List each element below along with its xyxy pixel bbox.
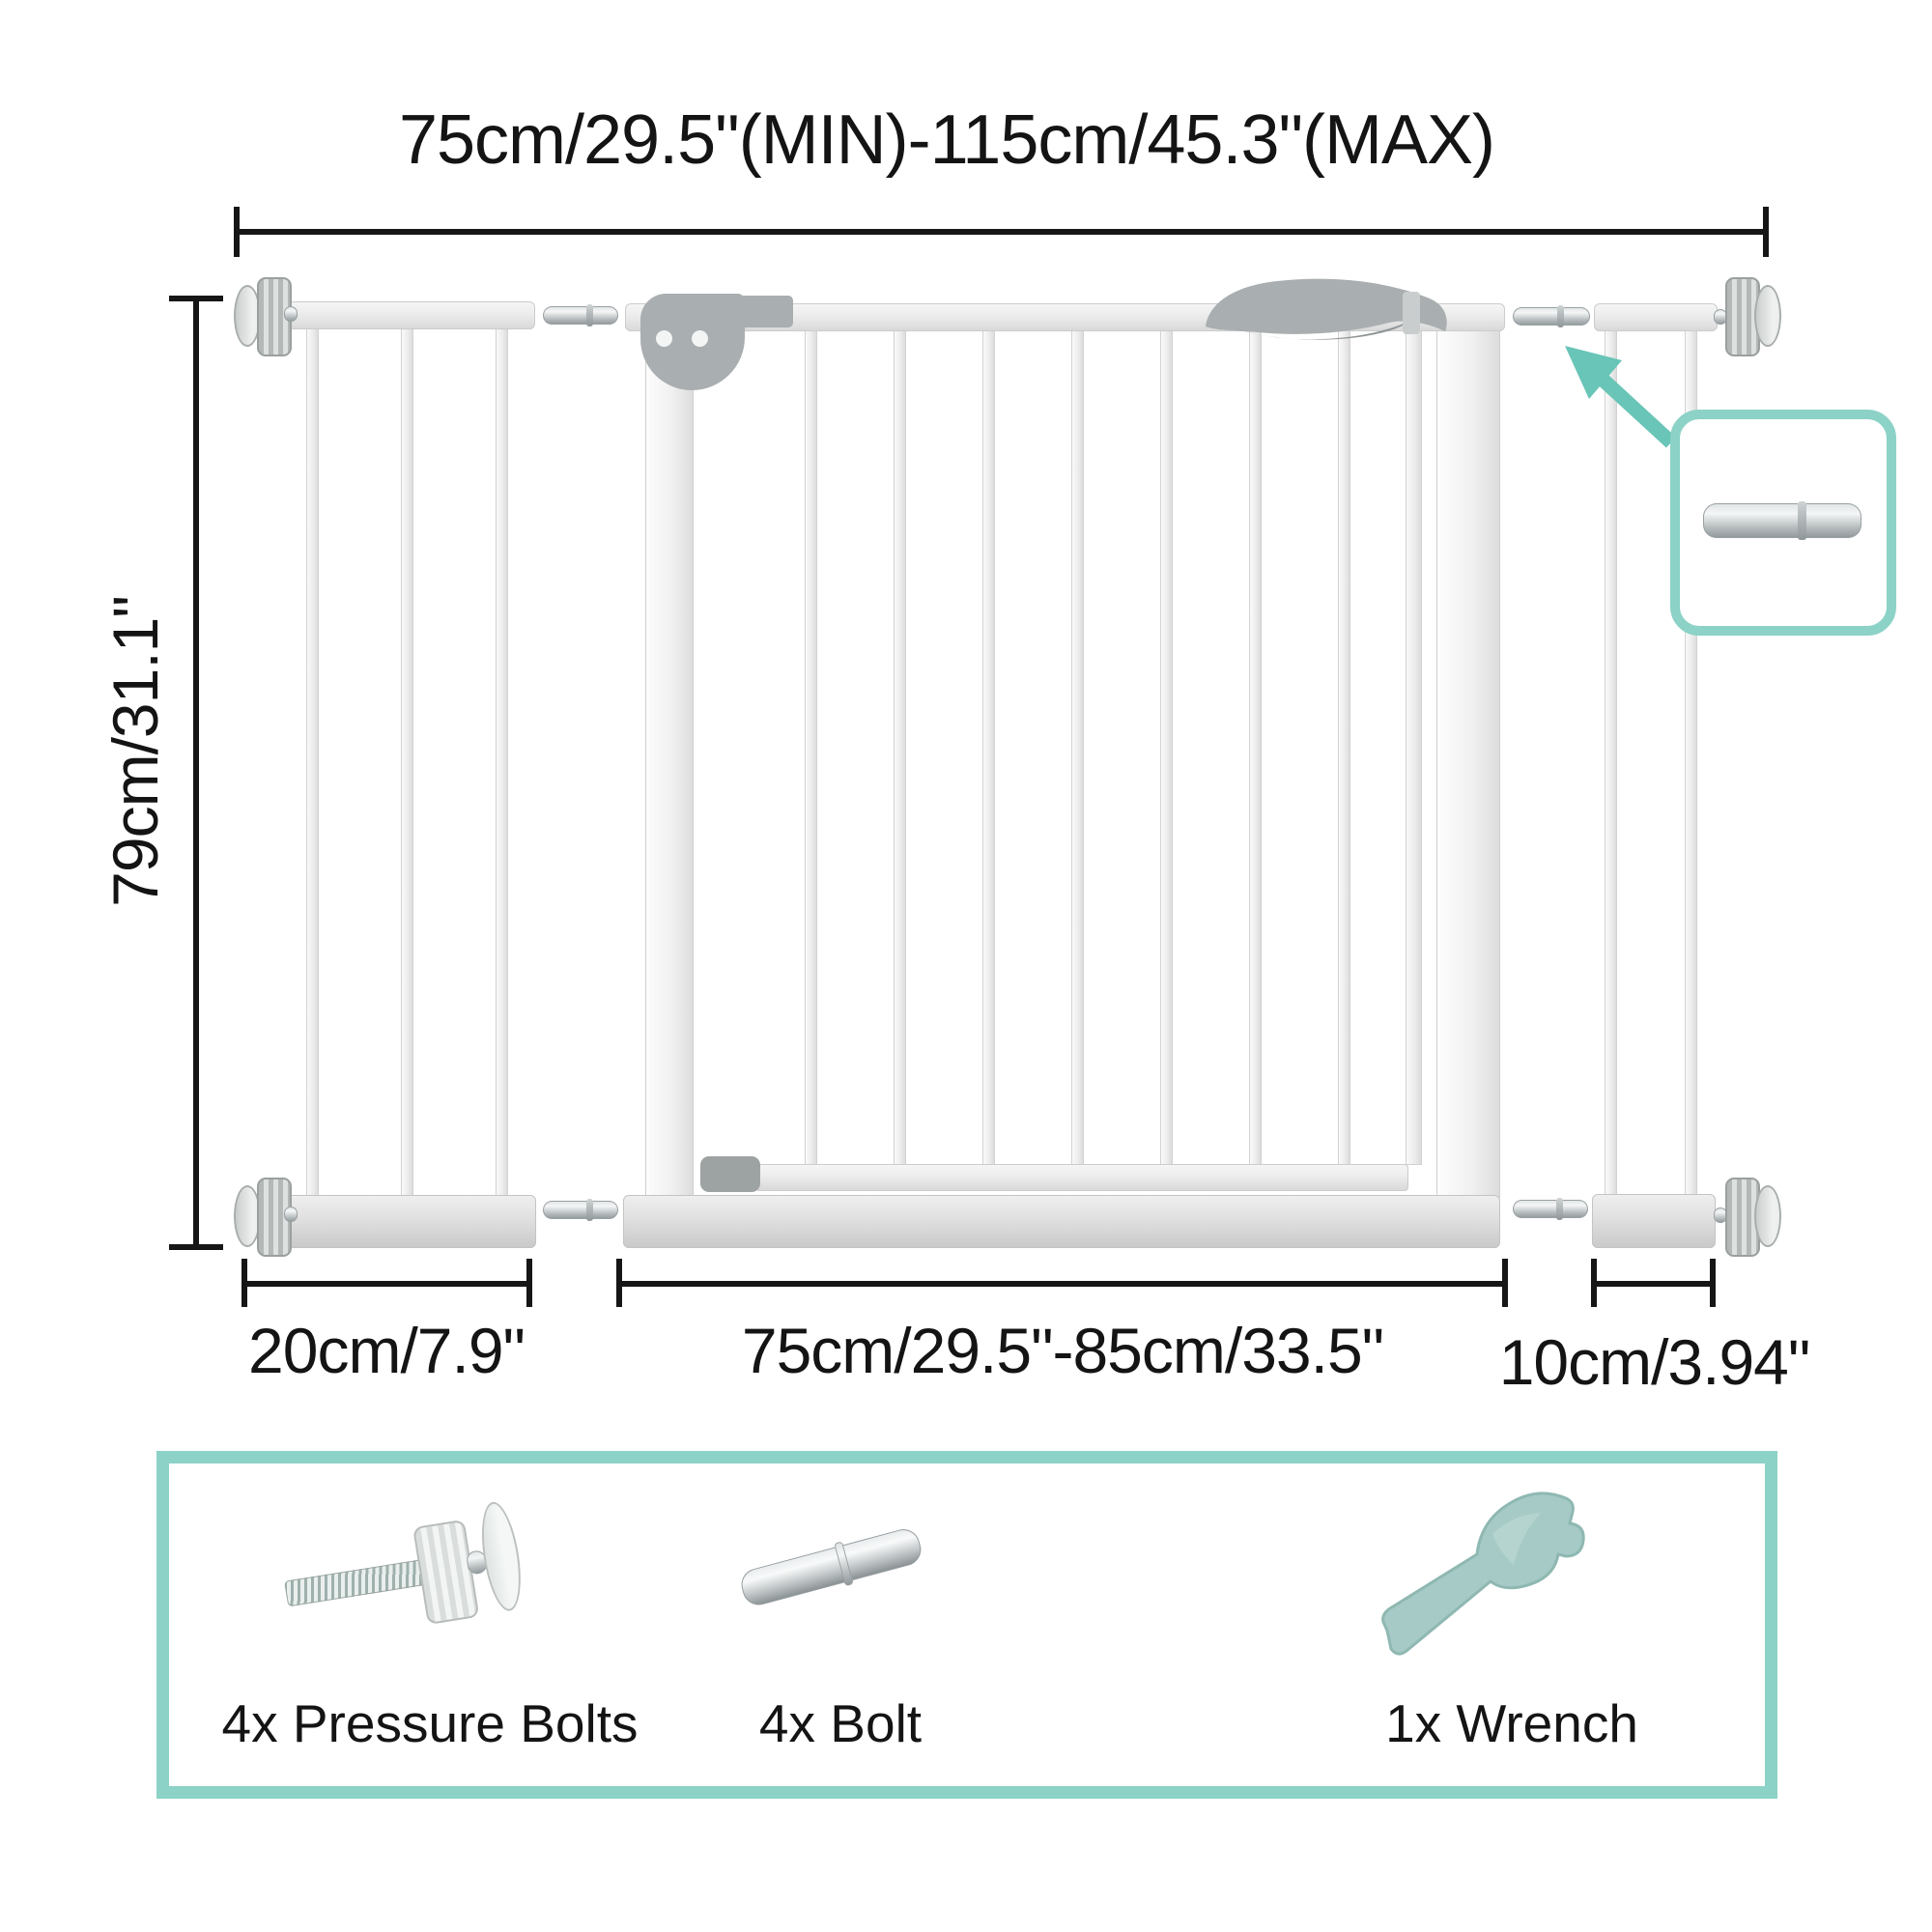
height-label: 79cm/31.1" bbox=[99, 596, 171, 907]
connector-bolt-icon bbox=[543, 1199, 618, 1221]
gate-bar bbox=[306, 328, 319, 1198]
height-dimension-line bbox=[193, 298, 199, 1250]
pressure-bolt-icon bbox=[1754, 285, 1781, 347]
bolt-detail-icon bbox=[1703, 501, 1861, 540]
pressure-bolt-icon bbox=[1725, 1178, 1760, 1257]
door-bar bbox=[805, 330, 817, 1165]
door-bar bbox=[982, 330, 995, 1165]
door-latch-stile bbox=[1406, 330, 1422, 1165]
part-label-wrench: 1x Wrench bbox=[1385, 1693, 1638, 1753]
door-bar bbox=[1160, 330, 1173, 1165]
door-bottom-guide bbox=[700, 1156, 760, 1192]
included-parts-box bbox=[156, 1451, 1777, 1799]
part-label-bolt: 4x Bolt bbox=[758, 1693, 923, 1753]
left-extension-top-bar bbox=[288, 301, 535, 329]
pressure-bolt-stem bbox=[284, 1207, 298, 1222]
left-extension-bottom-bar bbox=[287, 1195, 536, 1248]
top-dimension-tick-left bbox=[234, 207, 240, 257]
part-label-pressure-bolts: 4x Pressure Bolts bbox=[221, 1693, 639, 1753]
handle-icon bbox=[1206, 278, 1447, 340]
pressure-bolt-icon bbox=[1754, 1185, 1781, 1247]
gate-width-label: 75cm/29.5"-85cm/33.5" bbox=[741, 1315, 1384, 1386]
top-dimension-tick-right bbox=[1763, 207, 1769, 257]
gate-bar bbox=[1605, 328, 1617, 1196]
pressure-bolt-stem bbox=[1714, 1208, 1727, 1223]
gate-right-post bbox=[1436, 327, 1500, 1198]
wrench-icon bbox=[1381, 1492, 1585, 1656]
door-bottom-rail bbox=[755, 1164, 1408, 1191]
door-bar bbox=[1338, 330, 1350, 1165]
connector-bolt-icon bbox=[1513, 1198, 1588, 1220]
connector-bolt-icon bbox=[543, 304, 618, 327]
callout-arrow-icon bbox=[1565, 346, 1677, 448]
left-extension-label: 20cm/7.9" bbox=[248, 1315, 526, 1386]
pressure-bolt-stem bbox=[284, 306, 298, 322]
right-extension-label: 10cm/3.94" bbox=[1498, 1326, 1811, 1398]
top-dimension-line bbox=[237, 229, 1766, 235]
overall-width-label: 75cm/29.5"(MIN)-115cm/45.3"(MAX) bbox=[398, 101, 1495, 179]
pressure-bolt-stem bbox=[1714, 309, 1727, 325]
height-dimension-tick-top bbox=[169, 296, 223, 301]
hinge-screw-dot bbox=[656, 330, 672, 347]
door-bar bbox=[894, 330, 906, 1165]
handle-lock-slot bbox=[1403, 292, 1420, 334]
door-bar bbox=[1071, 330, 1084, 1165]
right-extension-bottom-bar bbox=[1592, 1194, 1716, 1248]
height-dimension-tick-bottom bbox=[169, 1244, 223, 1250]
gate-bottom-rail bbox=[623, 1195, 1500, 1248]
gate-bar bbox=[496, 328, 508, 1198]
hinge-screw-dot bbox=[692, 330, 708, 347]
right-extension-top-bar bbox=[1594, 303, 1718, 331]
door-bar bbox=[1249, 330, 1262, 1165]
gate-left-post bbox=[645, 327, 694, 1198]
pressure-bolt-icon bbox=[234, 285, 261, 347]
gate-bar bbox=[401, 328, 413, 1198]
connector-bolt-icon bbox=[1513, 305, 1590, 327]
